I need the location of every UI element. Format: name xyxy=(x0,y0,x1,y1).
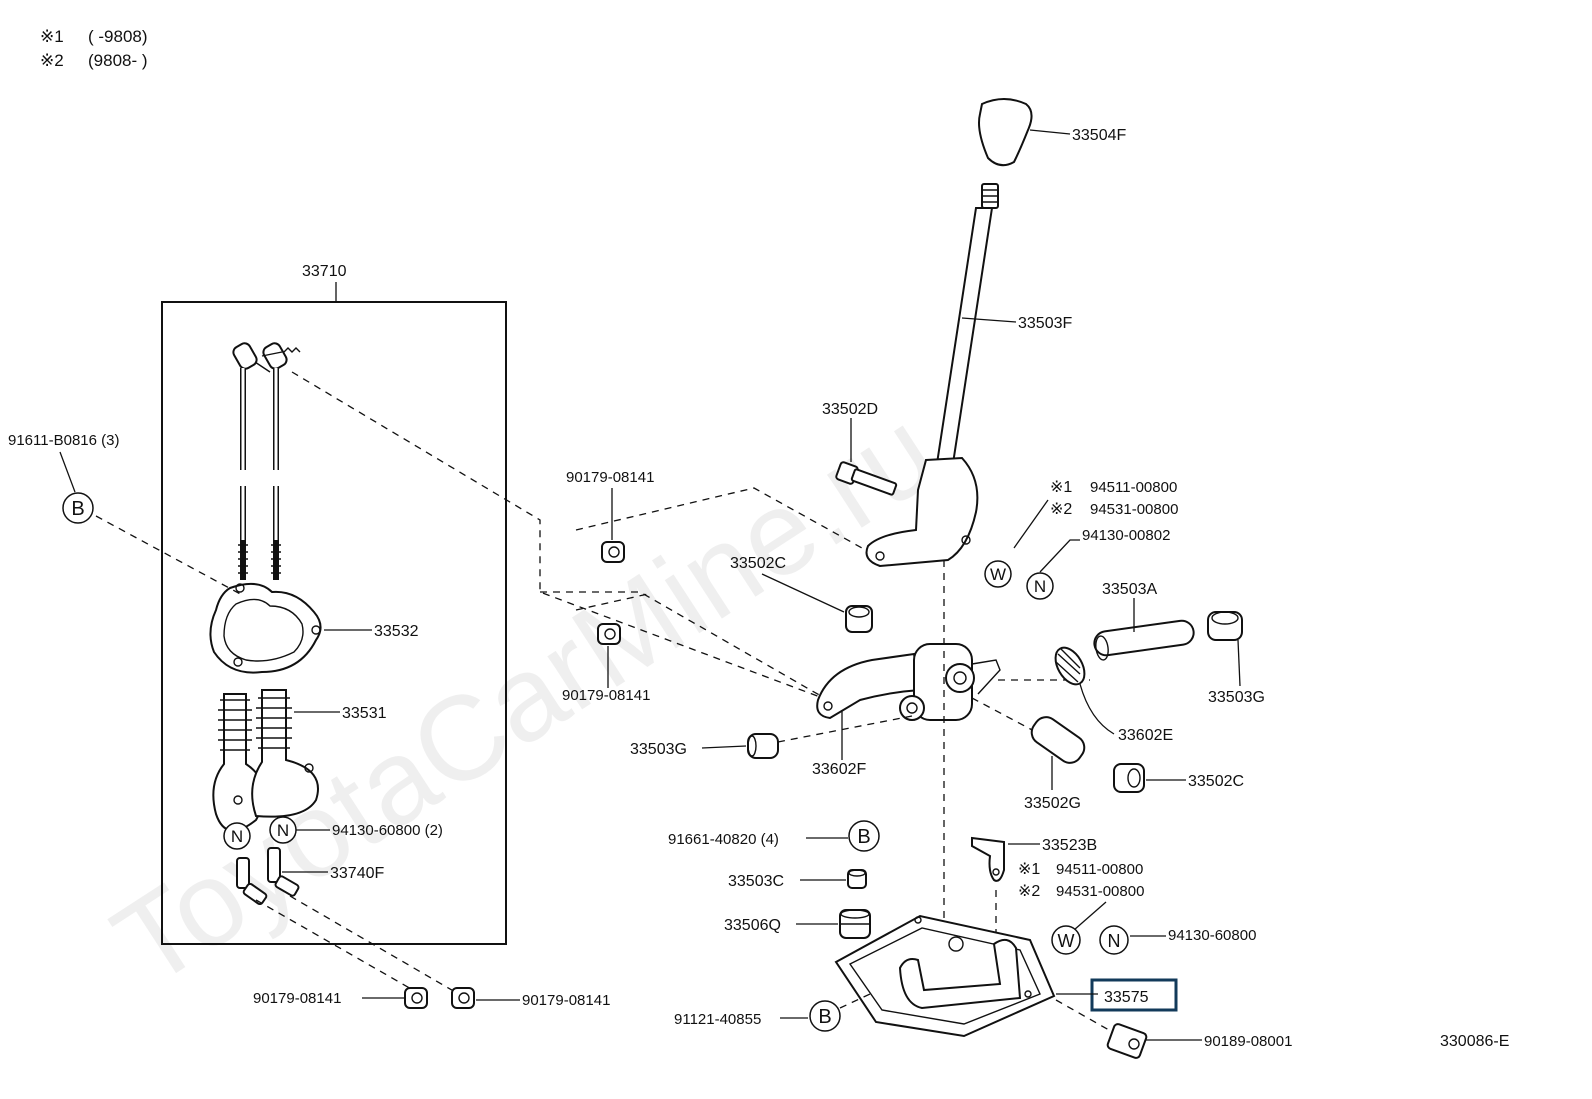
callout-gasket[interactable]: 33532 xyxy=(374,623,419,640)
callout-lever[interactable]: 33503F xyxy=(1018,315,1072,332)
b-circle-icon: B xyxy=(818,1006,831,1028)
bushing-33502c xyxy=(845,605,873,633)
callout-nut-bottom-right[interactable]: 90179-08141 xyxy=(522,992,610,1009)
callout-washer-2[interactable]: 94531-00800 xyxy=(1090,501,1178,518)
nut-bottom-left xyxy=(404,987,428,1009)
b-circle-icon: B xyxy=(857,826,870,848)
callout-pin-g[interactable]: 33502G xyxy=(1024,795,1081,812)
cushion-33506q xyxy=(839,909,871,939)
bolt-33502d xyxy=(835,461,898,496)
n-circle-icon: N xyxy=(1108,931,1121,951)
callout-shaft[interactable]: 33503A xyxy=(1102,581,1157,598)
pin-33502g xyxy=(1030,716,1086,764)
n-circle-icon: N xyxy=(1034,577,1046,596)
cable-rods xyxy=(232,342,301,580)
callout-bolt-d[interactable]: 33502D xyxy=(822,401,878,418)
kit-frame xyxy=(161,301,507,945)
callout-bushing-c[interactable]: 33502C xyxy=(730,555,786,572)
callout-plug[interactable]: 90189-08001 xyxy=(1204,1033,1292,1050)
callout-retainer-c[interactable]: 33503C xyxy=(728,873,784,890)
nut-upper xyxy=(601,541,625,563)
note-2-range: (9808- ) xyxy=(88,51,148,70)
callout-bolt-b-4[interactable]: 91661-40820 (4) xyxy=(668,831,779,848)
callout-bracket-f[interactable]: 33602F xyxy=(812,761,866,778)
nut-bottom-right xyxy=(451,987,475,1009)
b-circle-icon: B xyxy=(71,498,84,520)
w-circle-icon: W xyxy=(1058,931,1075,951)
washer-mark-2b: ※2 xyxy=(1018,883,1040,900)
washer-mark-2: ※2 xyxy=(1050,501,1072,518)
notes: ※1 ( -9808) ※2 (9808- ) xyxy=(40,27,148,70)
callout-knob[interactable]: 33504F xyxy=(1072,127,1126,144)
gasket-33532 xyxy=(209,582,322,674)
callout-nut-lower[interactable]: 90179-08141 xyxy=(562,687,650,704)
callout-washer-2b[interactable]: 94531-00800 xyxy=(1056,883,1144,900)
callout-nut-bottom-left[interactable]: 90179-08141 xyxy=(253,990,341,1007)
callout-boot[interactable]: 33531 xyxy=(342,705,387,722)
shaft-33503a xyxy=(1093,619,1195,661)
shift-knob xyxy=(978,98,1033,167)
washer-mark-1: ※1 xyxy=(1050,479,1072,496)
nut-lower xyxy=(597,623,621,645)
callout-clip-b[interactable]: 33523B xyxy=(1042,837,1097,854)
bush-33503g-right xyxy=(1207,611,1243,641)
w-circle-icon: W xyxy=(990,565,1006,584)
callout-washer-1b[interactable]: 94511-00800 xyxy=(1056,861,1143,878)
note-1-mark: ※1 xyxy=(40,27,64,46)
washer-mark-1b: ※1 xyxy=(1018,861,1040,878)
housing-33575 xyxy=(834,914,1056,1038)
callout-nut-n[interactable]: 94130-60800 (2) xyxy=(332,822,443,839)
retainer-33503c xyxy=(847,869,867,889)
callout-housing[interactable]: 33575 xyxy=(1104,989,1149,1006)
bracket-33602f xyxy=(816,643,1001,721)
callout-bolt-b-set[interactable]: 91611-B0816 (3) xyxy=(8,432,119,449)
spring-33602e xyxy=(1054,646,1086,686)
bush-33503g-left xyxy=(747,733,779,759)
n-circle-icon: N xyxy=(277,821,289,840)
clip-33523b xyxy=(971,836,1005,882)
plug-90189 xyxy=(1106,1023,1148,1059)
n-circle-icon: N xyxy=(231,827,243,846)
joint-33740f xyxy=(236,847,300,906)
callout-washer-1[interactable]: 94511-00800 xyxy=(1090,479,1177,496)
callout-joint[interactable]: 33740F xyxy=(330,865,384,882)
callout-spring[interactable]: 33602E xyxy=(1118,727,1173,744)
callout-bolt-bottom[interactable]: 91121-40855 xyxy=(674,1011,761,1028)
bushing-33502c-2 xyxy=(1113,763,1145,793)
highlight-box xyxy=(1090,978,1178,1012)
diagram-code: 330086-E xyxy=(1440,1033,1509,1050)
callout-cushion-q[interactable]: 33506Q xyxy=(724,917,781,934)
callout-bushing-c2[interactable]: 33502C xyxy=(1188,773,1244,790)
callout-nut-upper[interactable]: 90179-08141 xyxy=(566,469,654,486)
callout-kit[interactable]: 33710 xyxy=(302,263,347,280)
callout-nut-n-bottom[interactable]: 94130-60800 xyxy=(1168,927,1256,944)
shift-lever xyxy=(865,183,999,568)
boot-33531 xyxy=(212,689,319,832)
note-2-mark: ※2 xyxy=(40,51,64,70)
callout-nut-94130[interactable]: 94130-00802 xyxy=(1082,527,1170,544)
note-1-range: ( -9808) xyxy=(88,27,148,46)
callout-bush-g-left[interactable]: 33503G xyxy=(630,741,687,758)
callout-bush-g-right[interactable]: 33503G xyxy=(1208,689,1265,706)
